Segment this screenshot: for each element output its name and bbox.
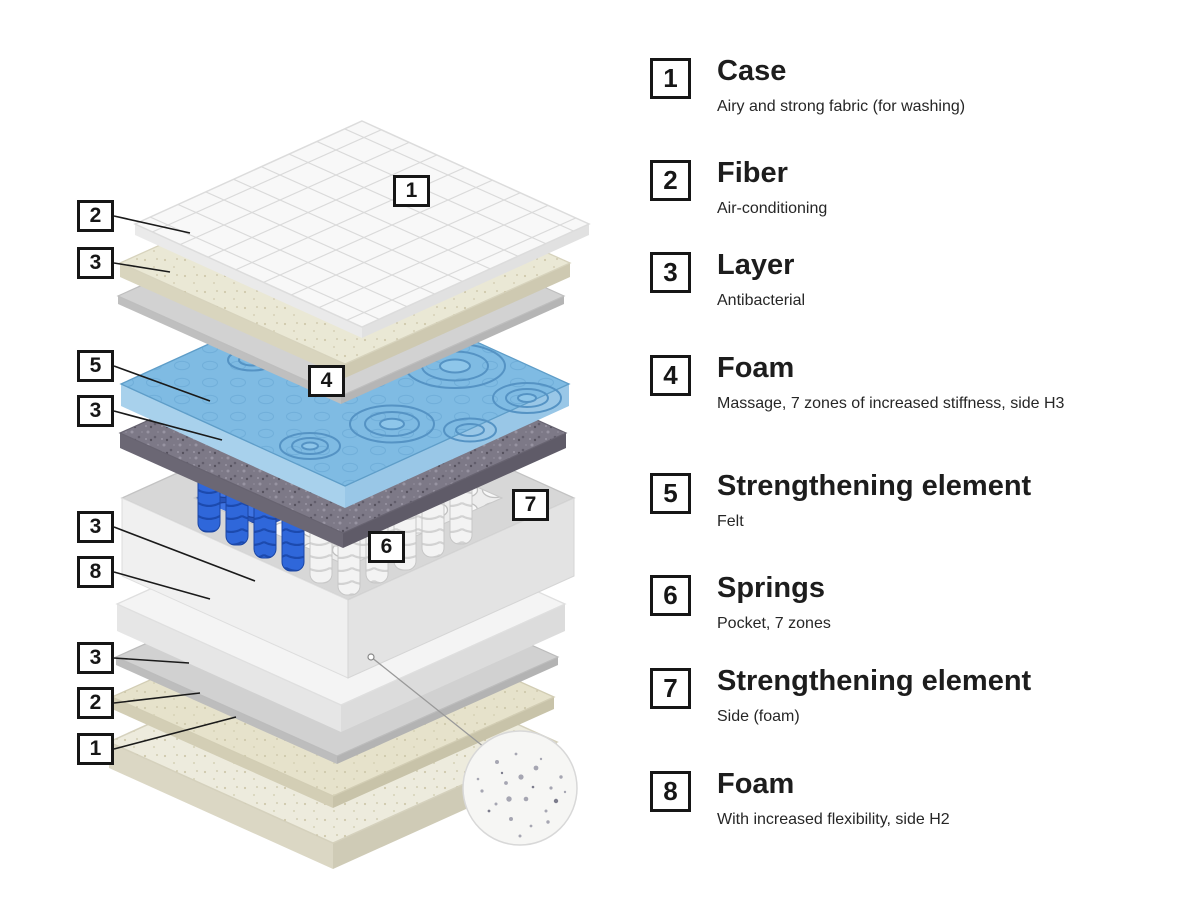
texture-zoom-callout: [367, 653, 578, 846]
legend-number-box: 4: [650, 355, 691, 396]
legend-item-springs: 6 Springs Pocket, 7 zones: [650, 572, 1190, 635]
legend-item-description: Air-conditioning: [717, 200, 828, 218]
legend-number-box: 7: [650, 668, 691, 709]
layer-label-antibacterial-bottom: 3: [77, 642, 114, 674]
legend-number-box: 8: [650, 771, 691, 812]
legend-item-title: Strengthening element: [717, 470, 1032, 502]
layer-label-foam-h2: 8: [77, 556, 114, 588]
quilted-case-layer: [133, 120, 591, 338]
layer-label-fiber-top: 2: [77, 200, 114, 232]
layer-label-side-foam: 7: [512, 489, 549, 521]
legend-item-description: Airy and strong fabric (for washing): [717, 98, 966, 116]
legend-item-description: Side (foam): [717, 708, 800, 726]
layer-label-antibacterial-mid: 3: [77, 395, 114, 427]
legend-item-description: Pocket, 7 zones: [717, 615, 831, 633]
massage-zone-rings: [227, 343, 562, 460]
legend-item-side-foam: 7 Strengthening element Side (foam): [650, 665, 1190, 728]
legend-item-case: 1 Case Airy and strong fabric (for washi…: [650, 55, 1190, 118]
layer-label-fiber-bottom: 2: [77, 687, 114, 719]
layer-label-case-bottom: 1: [77, 733, 114, 765]
mattress-exploded-diagram: [107, 120, 591, 869]
legend-item-title: Case: [717, 55, 787, 87]
legend-item-description: Antibacterial: [717, 292, 806, 310]
legend-item-title: Strengthening element: [717, 665, 1032, 697]
legend-number-box: 3: [650, 252, 691, 293]
legend-item-description: With increased flexibility, side H2: [717, 811, 950, 829]
legend-item-title: Layer: [717, 249, 795, 281]
legend-item-title: Foam: [717, 768, 795, 800]
layer-label-springs: 6: [368, 531, 405, 563]
leader-lines: [113, 215, 256, 750]
legend-item-fiber: 2 Fiber Air-conditioning: [650, 157, 1190, 220]
legend-item-title: Foam: [717, 352, 795, 384]
legend-item-massage-foam: 4 Foam Massage, 7 zones of increased sti…: [650, 352, 1190, 415]
texture-speckles: [476, 752, 567, 838]
legend-item-title: Springs: [717, 572, 825, 604]
legend-number-box: 5: [650, 473, 691, 514]
layer-label-massage-foam: 4: [308, 365, 345, 397]
layer-label-antibacterial-top: 3: [77, 247, 114, 279]
legend-item-foam-h2: 8 Foam With increased flexibility, side …: [650, 768, 1190, 831]
legend-item-layer: 3 Layer Antibacterial: [650, 249, 1190, 312]
legend-item-title: Fiber: [717, 157, 788, 189]
legend-item-description: Massage, 7 zones of increased stiffness,…: [717, 395, 1065, 413]
layer-label-antibacterial-lower: 3: [77, 511, 114, 543]
legend-number-box: 1: [650, 58, 691, 99]
legend-item-description: Felt: [717, 513, 744, 531]
legend-number-box: 6: [650, 575, 691, 616]
layer-label-case-top: 1: [393, 175, 430, 207]
legend-number-box: 2: [650, 160, 691, 201]
layer-label-felt: 5: [77, 350, 114, 382]
legend-item-felt: 5 Strengthening element Felt: [650, 470, 1190, 533]
